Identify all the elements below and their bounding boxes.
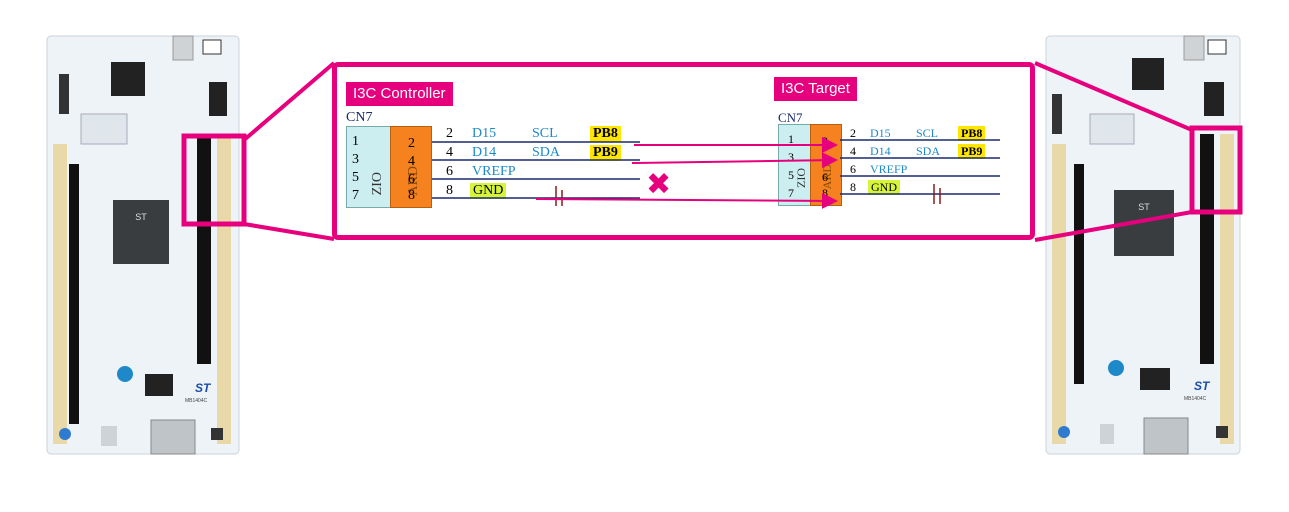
port-label: PB9 [958, 144, 986, 159]
even-pin: 2 [822, 134, 828, 148]
left-connector-bottom [243, 222, 335, 241]
signal-name: VREFP [870, 162, 908, 176]
pinout-target: CN7 ZIO ARD 1 3 5 7 2 4 6 8 2 D15 SCL PB… [778, 108, 1008, 206]
connector-label: CN7 [346, 110, 373, 125]
connector-label: CN7 [778, 110, 803, 125]
signal-name: D14 [472, 145, 497, 160]
even-pin: 4 [408, 154, 415, 169]
zio-label: ZIO [794, 168, 808, 188]
odd-pin: 7 [352, 188, 359, 203]
signal-function: SCL [532, 126, 558, 141]
svg-text:ST: ST [1194, 379, 1211, 393]
odd-pin: 7 [788, 186, 794, 200]
svg-text:MB1404C: MB1404C [1184, 396, 1207, 402]
zio-block [778, 124, 812, 206]
controller-label: I3C Controller [346, 82, 453, 106]
svg-text:ST: ST [135, 212, 147, 222]
board-illustration: ST ST MB1404C [46, 35, 240, 455]
svg-text:MB1404C: MB1404C [185, 398, 208, 404]
pin-number: 4 [446, 145, 453, 160]
signal-function: SDA [916, 144, 941, 158]
pinout-controller: CN7 ZIO ARD 1 3 5 7 2 4 6 8 2 D15 SCL PB… [346, 108, 646, 208]
pin-number: 8 [446, 183, 453, 198]
gnd-label: GND [868, 180, 900, 195]
signal-function: SCL [916, 126, 939, 140]
odd-pin: 1 [788, 132, 794, 146]
pin-number: 6 [850, 162, 856, 176]
target-label: I3C Target [774, 77, 857, 101]
left-connector-top [242, 61, 336, 142]
odd-pin: 5 [788, 168, 794, 182]
ard-block [390, 126, 432, 208]
signal-name: D15 [870, 126, 891, 140]
odd-pin: 5 [352, 170, 359, 185]
even-pin: 8 [822, 186, 828, 200]
board-illustration: ST ST MB1404C [1045, 35, 1241, 455]
pin-number: 2 [446, 126, 453, 141]
not-connected-icon: ✖ [646, 167, 672, 202]
signal-function: SDA [532, 145, 561, 160]
port-label: PB9 [590, 145, 621, 161]
zio-label: ZIO [370, 172, 385, 196]
even-pin: 6 [408, 172, 415, 187]
signal-name: D15 [472, 126, 497, 141]
nucleo-board-controller: ST ST MB1404C [45, 34, 241, 456]
gnd-label: GND [470, 183, 507, 199]
pin-number: 4 [850, 144, 856, 158]
zio-block [346, 126, 392, 208]
even-pin: 8 [408, 188, 415, 203]
signal-name: D14 [870, 144, 891, 158]
odd-pin: 3 [788, 150, 794, 164]
odd-pin: 1 [352, 134, 359, 149]
port-label: PB8 [590, 126, 621, 142]
even-pin: 4 [822, 152, 828, 166]
pin-number: 6 [446, 164, 453, 179]
nucleo-board-target: ST ST MB1404C [1044, 34, 1242, 456]
port-label: PB8 [958, 126, 986, 141]
svg-text:ST: ST [195, 381, 212, 395]
even-pin: 6 [822, 170, 828, 184]
pin-number: 8 [850, 180, 856, 194]
pin-number: 2 [850, 126, 856, 140]
even-pin: 2 [408, 136, 415, 151]
odd-pin: 3 [352, 152, 359, 167]
svg-text:ST: ST [1138, 202, 1150, 212]
signal-name: VREFP [472, 164, 516, 179]
